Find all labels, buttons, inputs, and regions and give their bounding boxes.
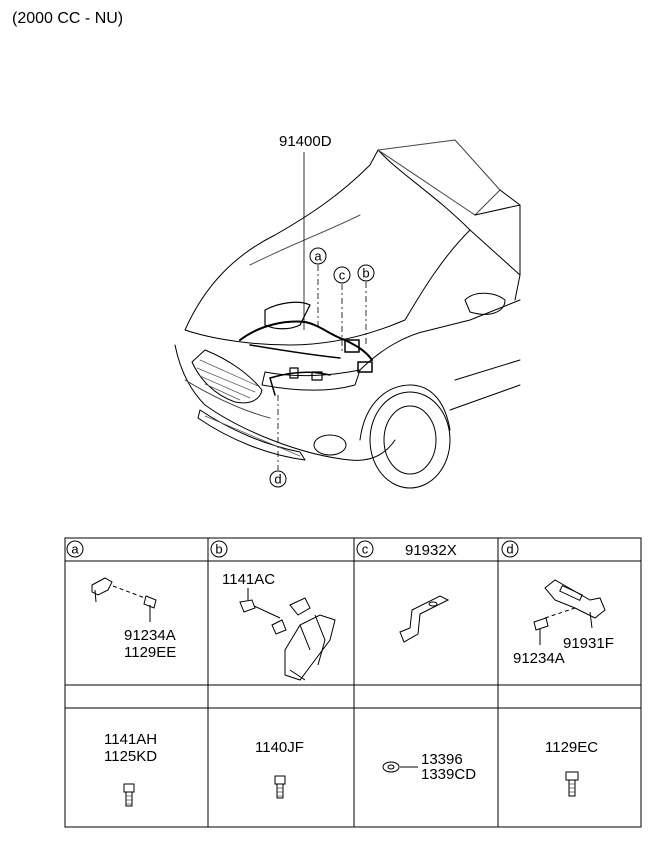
part-a-1: 91234A bbox=[124, 627, 176, 644]
part-b-1: 1141AC bbox=[222, 571, 275, 588]
part-row2-b-1: 1140JF bbox=[255, 739, 304, 756]
bolt-icon-d bbox=[565, 771, 579, 797]
bolt-icon-a bbox=[123, 783, 135, 807]
part-a-2: 1129EE bbox=[124, 644, 176, 661]
table-header-c: c 91932X bbox=[356, 540, 457, 559]
header-c-part-number: 91932X bbox=[405, 542, 457, 559]
svg-text:a: a bbox=[71, 542, 79, 557]
bolt-icon-b bbox=[274, 775, 286, 799]
svg-text:d: d bbox=[274, 472, 281, 487]
vehicle-illustration: 91400D a c b d bbox=[174, 133, 521, 489]
table-header-d: d bbox=[501, 540, 519, 558]
callout-a: a bbox=[309, 247, 327, 265]
svg-text:d: d bbox=[506, 542, 513, 557]
svg-text:c: c bbox=[362, 542, 369, 557]
part-d-2: 91234A bbox=[513, 650, 565, 667]
callout-d: d bbox=[269, 470, 287, 488]
table-header-b: b bbox=[210, 540, 228, 558]
svg-text:b: b bbox=[215, 542, 222, 557]
part-row2-c-2: 1339CD bbox=[421, 766, 476, 783]
part-image-d bbox=[533, 579, 606, 645]
callout-b: b bbox=[357, 264, 375, 282]
nut-icon-c bbox=[382, 761, 418, 773]
svg-text:b: b bbox=[362, 266, 369, 281]
part-image-c bbox=[399, 595, 450, 643]
main-part-label: 91400D bbox=[279, 133, 332, 150]
part-d-1: 91931F bbox=[563, 635, 614, 652]
svg-text:c: c bbox=[339, 268, 346, 283]
part-row2-a-2: 1125KD bbox=[104, 748, 157, 765]
table-header-a: a bbox=[66, 540, 84, 558]
part-row2-d-1: 1129EC bbox=[545, 739, 598, 756]
callout-c: c bbox=[333, 266, 351, 284]
part-row2-c-1: 13396 bbox=[421, 751, 463, 768]
engine-spec-label: (2000 CC - NU) bbox=[12, 10, 124, 27]
part-row2-a-1: 1141AH bbox=[104, 731, 157, 748]
part-image-b bbox=[239, 588, 336, 681]
svg-text:a: a bbox=[314, 249, 322, 264]
part-image-a bbox=[91, 577, 157, 622]
